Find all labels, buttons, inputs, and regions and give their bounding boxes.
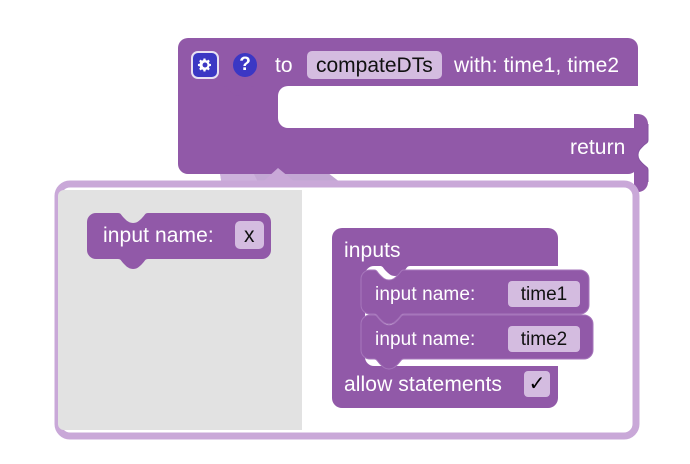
input-block-1-name-field[interactable]: time1 xyxy=(508,281,580,307)
gear-glyph xyxy=(197,58,211,72)
return-label: return xyxy=(570,136,626,159)
input-block-2-name-field[interactable]: time2 xyxy=(508,326,580,352)
procedure-block-body[interactable] xyxy=(178,38,638,174)
allow-statements-checkbox[interactable]: ✓ xyxy=(524,371,550,397)
return-value-socket[interactable] xyxy=(634,114,649,192)
statement-connector-notch xyxy=(214,81,264,96)
gear-icon[interactable] xyxy=(191,51,219,79)
inputs-statement-notch xyxy=(372,262,418,276)
flyout-input-name-label: input name: xyxy=(103,224,214,247)
inputs-container-title: inputs xyxy=(344,239,401,262)
allow-statements-label: allow statements xyxy=(344,373,503,396)
procedure-name-field[interactable]: compateDTs xyxy=(307,51,442,79)
flyout-input-name-field[interactable]: x xyxy=(235,221,264,249)
to-label: to xyxy=(275,54,293,77)
question-mark-glyph: ? xyxy=(239,54,251,75)
with-params-label: with: time1, time2 xyxy=(454,54,620,77)
input-block-2-label: input name: xyxy=(375,329,476,350)
input-block-1-label: input name: xyxy=(375,284,476,305)
question-mark-icon[interactable]: ? xyxy=(231,51,259,79)
